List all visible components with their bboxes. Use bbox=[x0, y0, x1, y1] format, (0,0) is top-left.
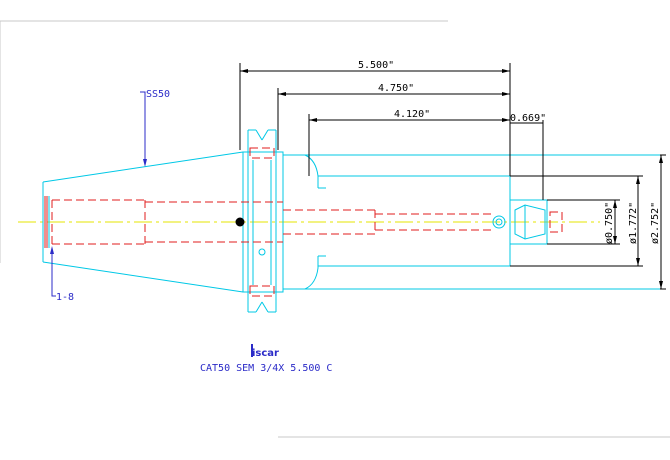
taper-label: SS50 bbox=[146, 89, 170, 100]
retention-hole bbox=[235, 217, 245, 227]
manufacturer-logo: iscar bbox=[251, 344, 279, 359]
dim-diameter-nose: ø1.772" bbox=[628, 202, 639, 244]
dim-overall-length: 5.500" bbox=[358, 60, 394, 71]
flange-outline bbox=[242, 129, 284, 313]
drawing-frame bbox=[0, 20, 670, 438]
dim-length-4: 0.669" bbox=[510, 113, 546, 124]
vertical-dimensions bbox=[510, 154, 666, 290]
part-description: CAT50 SEM 3/4X 5.500 C bbox=[200, 363, 332, 374]
svg-text:iscar: iscar bbox=[252, 348, 279, 359]
hidden-lines bbox=[51, 147, 563, 297]
taper-shank-outline bbox=[42, 151, 244, 293]
annotation-arrows bbox=[50, 159, 147, 254]
dim-length-3: 4.120" bbox=[394, 109, 430, 120]
thread-label: 1-8 bbox=[56, 292, 74, 303]
vertical-dimension-arrows bbox=[613, 155, 663, 289]
dim-diameter-flange: ø2.752" bbox=[650, 202, 661, 244]
horizontal-dimensions bbox=[239, 63, 544, 200]
dimension-arrows bbox=[240, 69, 510, 122]
body-outline bbox=[283, 154, 660, 290]
dim-length-2: 4.750" bbox=[378, 83, 414, 94]
thread-marks bbox=[44, 196, 48, 248]
dim-diameter-bore: ø0.750" bbox=[604, 202, 615, 244]
annotation-leaders bbox=[51, 91, 146, 297]
